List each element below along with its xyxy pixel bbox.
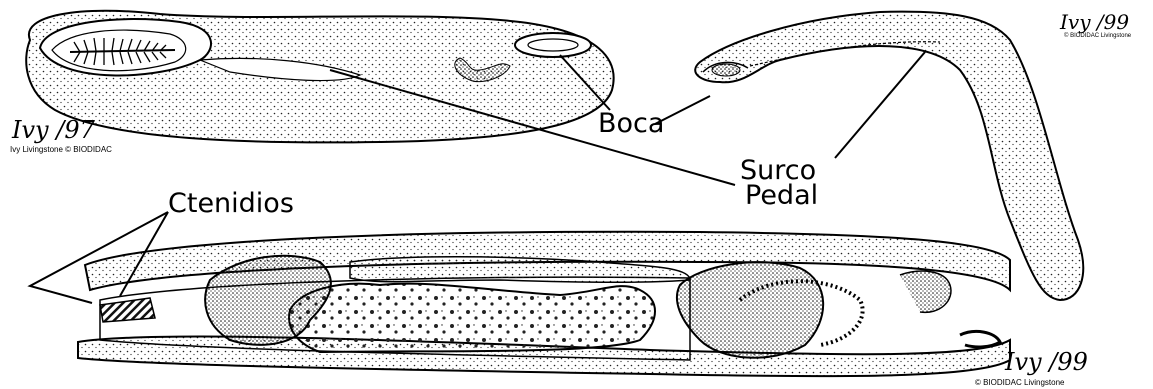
- label-boca: Boca: [598, 110, 664, 137]
- label-ctenidios: Ctenidios: [168, 190, 294, 217]
- surco-leader-right: [835, 52, 925, 158]
- credit-top-right: © BIODIDAC Livingstone: [1064, 32, 1131, 41]
- label-pedal: Pedal: [745, 182, 818, 209]
- top-left-drawing: [26, 11, 613, 143]
- credit-top-left: Ivy Livingstone © BIODIDAC: [10, 145, 112, 154]
- credit-bottom-right: © BIODIDAC Livingstone: [975, 378, 1064, 387]
- signature-bottom-right: Ivy /99: [1005, 350, 1088, 374]
- bottom-drawing: [78, 232, 1010, 376]
- signature-top-right: Ivy /99: [1060, 10, 1129, 34]
- signature-top-left: Ivy /97: [12, 118, 95, 142]
